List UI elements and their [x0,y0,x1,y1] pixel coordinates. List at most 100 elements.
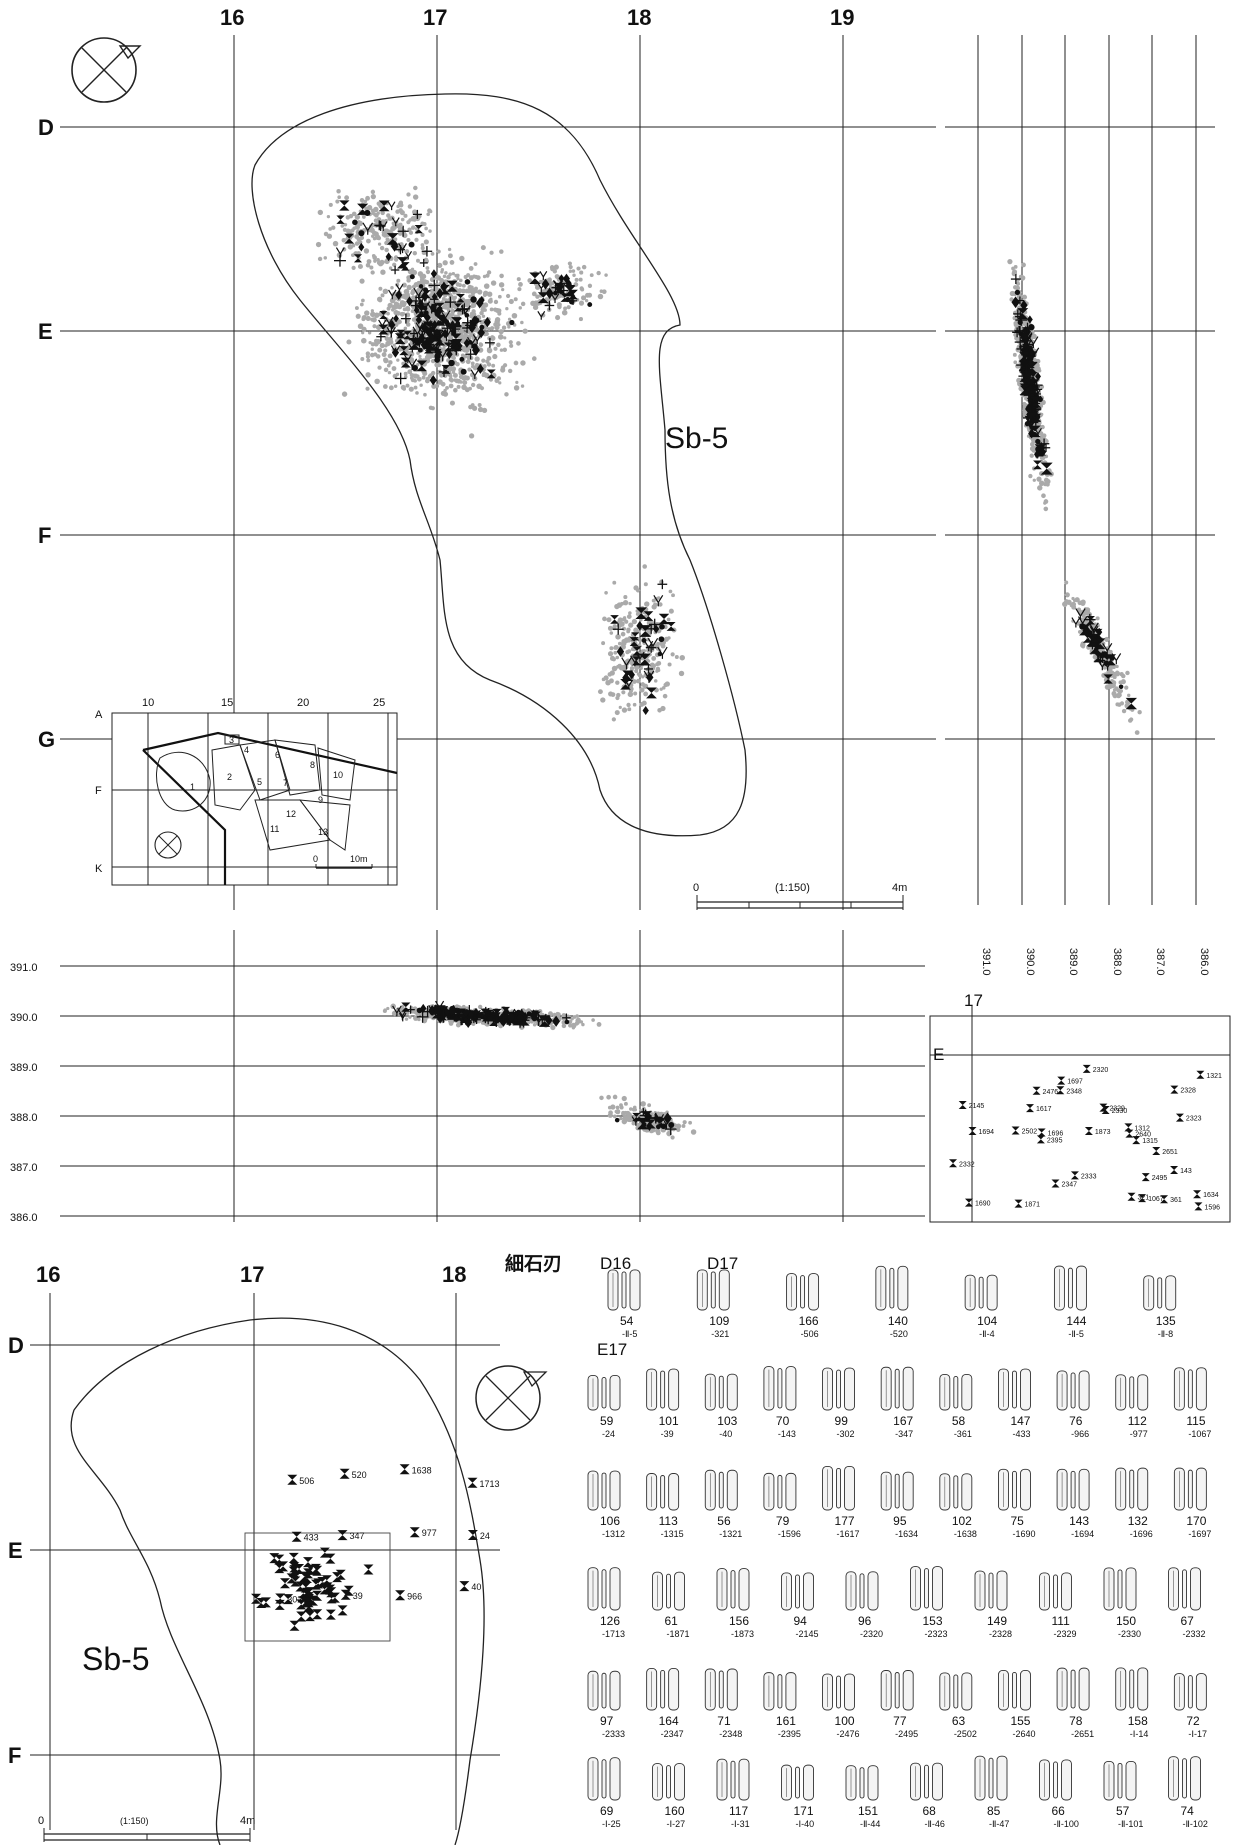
artifact-number: 69 [600,1804,614,1818]
detail-id-label: 2651 [1162,1149,1178,1156]
area-6: 6 [275,750,280,760]
artifact-id: -Ⅱ-5 [622,1329,637,1339]
rp-elev-386: 386.0 [1198,948,1210,976]
detail-id-label: 2145 [969,1103,985,1110]
artifact-id: -Ⅰ-27 [667,1819,686,1829]
artifact-id: -977 [1130,1429,1148,1439]
main-plan: 16 17 18 19 D E F G Sb-5 0 (1:150) [38,5,936,910]
lower-scale-ratio: (1:150) [120,1816,149,1826]
inset-col-20: 20 [297,697,309,709]
artifact-id: -1697 [1188,1529,1211,1539]
detail-id-label: 1697 [1067,1079,1083,1086]
lower-id-label: 977 [422,1528,437,1538]
artifact-id: -1067 [1188,1429,1211,1439]
detail-id-label: 2348 [1066,1088,1082,1095]
artifact-id: -2329 [1054,1629,1077,1639]
col-label-18: 18 [627,5,651,30]
artifact-number: 58 [952,1414,966,1428]
artifact-number: 67 [1181,1614,1195,1628]
detail-id-label: 1596 [1204,1204,1220,1211]
artifact-number: 151 [858,1804,878,1818]
main-plan-scatter [315,185,685,722]
scale-end: 4m [892,882,907,894]
area-8: 8 [310,760,315,770]
lower-scale-bar [43,1828,251,1842]
detail-id-label: 1312 [1134,1125,1150,1132]
lower-id-label: 347 [350,1531,365,1541]
artifact-id: -1596 [778,1529,801,1539]
artifact-id: -Ⅰ-14 [1130,1729,1149,1739]
scale-start: 0 [693,882,699,894]
artifact-id: -2495 [895,1729,918,1739]
area-3: 3 [229,735,234,745]
area-10: 10 [333,770,343,780]
artifact-item: 167-347 [880,1366,914,1439]
artifact-item: 109-321 [696,1269,730,1339]
lower-id-label: 39 [353,1591,363,1601]
detail-row-label: E [933,1045,944,1064]
rp-elev-388: 388.0 [1111,948,1123,976]
lower-col-16: 16 [36,1262,60,1287]
bp-elev-386: 386.0 [10,1212,38,1224]
artifact-id: -2502 [954,1729,977,1739]
artifact-item: 72-Ⅰ-17 [1173,1673,1207,1739]
detail-id-label: 1634 [1203,1192,1219,1199]
inset-row-k: K [95,863,103,875]
artifact-number: 171 [794,1804,814,1818]
area-11: 11 [270,824,279,834]
artifact-number: 104 [977,1314,997,1328]
artifact-grid: 54-Ⅱ-5109-321166-506140-520104-Ⅱ-4144-Ⅱ-… [587,1265,1211,1829]
inset-map: 10 15 20 25 A F K 1 2 3 4 5 6 7 8 9 10 1… [95,697,398,886]
bp-elev-391: 391.0 [10,962,38,974]
artifact-number: 100 [835,1714,855,1728]
artifact-item: 171-Ⅰ-40 [781,1764,814,1829]
artifact-item: 85-Ⅱ-47 [974,1755,1009,1829]
artifact-number: 66 [1052,1804,1066,1818]
inset-row-a: A [95,709,103,721]
artifact-id: -1694 [1071,1529,1094,1539]
artifact-item: 68-Ⅱ-46 [910,1762,945,1829]
detail-id-label: 2323 [1186,1116,1202,1123]
area-9: 9 [318,795,323,805]
artifact-number: 97 [600,1714,614,1728]
artifact-item: 149-2328 [974,1570,1012,1639]
lower-id-label: 40 [471,1582,481,1592]
artifact-item: 158-Ⅰ-14 [1115,1667,1149,1739]
artifact-id: -24 [602,1429,615,1439]
artifact-item: 144-Ⅱ-5 [1053,1265,1087,1339]
artifact-item: 97-2333 [587,1670,625,1739]
artifact-id: -2332 [1183,1629,1206,1639]
artifact-id: -Ⅱ-102 [1183,1819,1208,1829]
artifact-number: 155 [1010,1714,1030,1728]
artifact-item: 164-2347 [646,1668,684,1739]
lower-id-label: 1713 [480,1479,500,1489]
lower-site-outline [70,1317,485,1845]
artifact-item: 61-1871 [652,1571,690,1639]
artifact-id: -2347 [661,1729,684,1739]
area-5: 5 [257,777,262,787]
lower-id-label: 966 [407,1591,422,1601]
main-scale-bar [696,895,904,910]
row-label-d: D [38,115,54,140]
artifact-item: 57-Ⅱ-101 [1103,1760,1143,1829]
artifact-number: 111 [1052,1614,1071,1628]
detail-id-label: 2333 [1081,1173,1097,1180]
lower-row-e: E [8,1538,23,1563]
area-13: 13 [318,827,328,837]
artifact-number: 147 [1010,1414,1030,1428]
artifact-item: 56-1321 [704,1469,742,1539]
artifact-number: 158 [1128,1714,1148,1728]
artifact-id: -Ⅰ-17 [1188,1729,1207,1739]
artifact-item: 111-2329 [1039,1572,1077,1639]
inset-col-10: 10 [142,697,154,709]
artifact-number: 71 [717,1714,731,1728]
artifact-item: 59-24 [587,1374,621,1439]
col-label-16: 16 [220,5,244,30]
bp-elev-387: 387.0 [10,1162,38,1174]
artifact-item: 70-143 [763,1366,797,1439]
artifact-item: 160-Ⅰ-27 [652,1763,686,1829]
artifact-number: 156 [729,1614,749,1628]
artifact-id: -1638 [954,1529,977,1539]
artifact-item: 117-Ⅰ-31 [716,1758,750,1829]
